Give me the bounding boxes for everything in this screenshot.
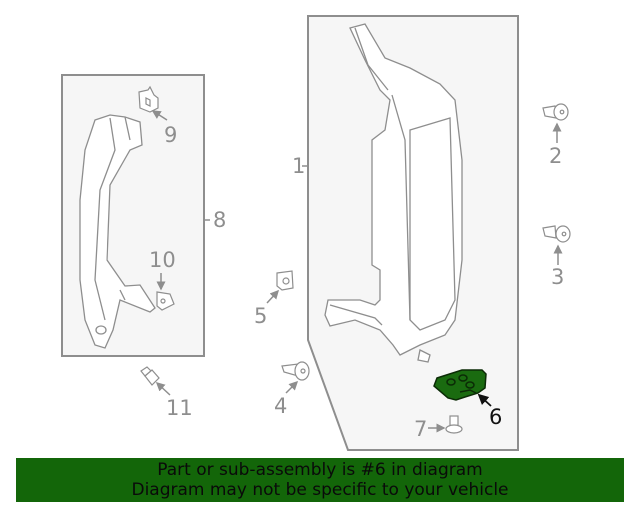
- callout-1[interactable]: 1: [292, 154, 306, 178]
- nut-icon-10: [156, 291, 175, 311]
- grab-handle-icon: [79, 114, 156, 349]
- bracket-icon-6[interactable]: [433, 369, 487, 401]
- grab-handle-group: [61, 74, 210, 357]
- bumper-icon-11: [140, 366, 160, 386]
- callout-2[interactable]: 2: [549, 144, 563, 168]
- clip-icon-5: [276, 270, 294, 291]
- callout-4[interactable]: 4: [274, 394, 288, 418]
- info-banner: Part or sub-assembly is #6 in diagram Di…: [16, 458, 624, 502]
- callout-8[interactable]: 8: [213, 208, 227, 232]
- callout-5[interactable]: 5: [254, 304, 268, 328]
- bolt-icon-7: [445, 415, 463, 434]
- main-panel-icon: [324, 23, 463, 363]
- screw-icon-4: [281, 361, 310, 381]
- callout-10[interactable]: 10: [149, 248, 176, 272]
- callout-9[interactable]: 9: [164, 123, 178, 147]
- banner-line-1: Part or sub-assembly is #6 in diagram: [157, 460, 483, 480]
- main-panel-group: [302, 15, 519, 451]
- callout-6[interactable]: 6: [489, 405, 503, 429]
- screw-icon-3: [542, 225, 571, 243]
- callout-3[interactable]: 3: [551, 265, 565, 289]
- clip-icon-9: [138, 85, 159, 113]
- screw-icon-2: [542, 103, 569, 121]
- callout-11[interactable]: 11: [166, 396, 193, 420]
- callout-7[interactable]: 7: [414, 417, 428, 441]
- banner-line-2: Diagram may not be specific to your vehi…: [131, 480, 509, 500]
